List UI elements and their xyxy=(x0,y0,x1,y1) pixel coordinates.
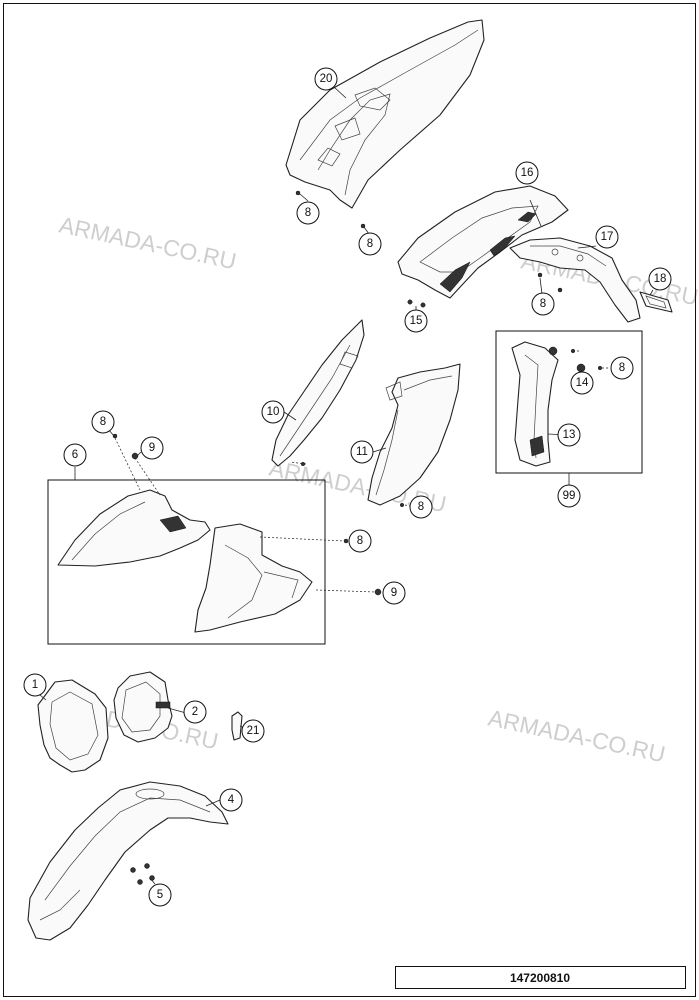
document-number: 147200810 xyxy=(510,971,570,985)
rear-bracket-part xyxy=(509,237,641,323)
svg-text:20: 20 xyxy=(320,73,333,85)
fork-protector-part xyxy=(511,341,559,467)
callout-20: 20 xyxy=(314,67,338,91)
svg-text:8: 8 xyxy=(100,416,106,428)
svg-text:15: 15 xyxy=(410,315,423,327)
callout-11: 11 xyxy=(350,440,374,464)
callout-18: 18 xyxy=(648,267,672,291)
callout-8-rear-right: 8 xyxy=(358,232,382,256)
document-number-box: 147200810 xyxy=(395,966,686,989)
right-side-panel-part xyxy=(367,363,461,506)
callout-9-shroud-top: 9 xyxy=(140,436,164,460)
svg-text:8: 8 xyxy=(357,535,363,547)
callout-9-shroud: 9 xyxy=(382,581,406,605)
group-frame-6 xyxy=(47,479,326,645)
outer-border xyxy=(3,3,696,997)
callout-17: 17 xyxy=(595,225,619,249)
svg-text:13: 13 xyxy=(563,429,576,441)
svg-text:99: 99 xyxy=(563,490,576,502)
callout-8-side-panel: 8 xyxy=(409,495,433,519)
svg-text:17: 17 xyxy=(601,231,614,243)
svg-text:8: 8 xyxy=(619,362,625,374)
callout-21: 21 xyxy=(241,719,265,743)
svg-text:4: 4 xyxy=(228,794,235,806)
svg-text:6: 6 xyxy=(72,449,78,461)
callout-8-shroud-top: 8 xyxy=(91,410,115,434)
reflector-part xyxy=(639,291,673,313)
callout-5: 5 xyxy=(148,883,172,907)
svg-text:5: 5 xyxy=(157,889,163,901)
callout-8-bracket: 8 xyxy=(531,292,555,316)
svg-text:10: 10 xyxy=(267,406,280,418)
svg-text:8: 8 xyxy=(540,298,546,310)
svg-text:16: 16 xyxy=(521,167,534,179)
front-fender-part xyxy=(27,781,229,941)
callout-14: 14 xyxy=(570,371,594,395)
tank-cover-part xyxy=(397,185,569,299)
watermark-lower-right: ARMADA-CO.RU xyxy=(486,704,668,767)
svg-text:14: 14 xyxy=(576,377,589,389)
svg-text:8: 8 xyxy=(418,501,424,513)
left-side-panel-part xyxy=(271,319,365,467)
svg-text:9: 9 xyxy=(391,587,397,599)
svg-text:8: 8 xyxy=(305,207,311,219)
callout-6: 6 xyxy=(63,443,87,467)
svg-text:18: 18 xyxy=(654,273,667,285)
callout-4: 4 xyxy=(219,788,243,812)
svg-text:1: 1 xyxy=(32,679,38,691)
callout-13: 13 xyxy=(557,423,581,447)
clip-part xyxy=(231,711,243,741)
radiator-shroud-part xyxy=(57,489,313,633)
headlight-mask-part xyxy=(37,679,109,773)
callout-16: 16 xyxy=(515,161,539,185)
callout-1: 1 xyxy=(23,673,47,697)
svg-text:11: 11 xyxy=(356,446,368,458)
callout-2: 2 xyxy=(183,700,207,724)
watermark-upper: ARMADA-CO.RU xyxy=(57,211,239,274)
callout-15: 15 xyxy=(404,309,428,333)
callout-8-rear-left: 8 xyxy=(296,201,320,225)
rear-fender-part xyxy=(285,19,485,209)
svg-text:21: 21 xyxy=(247,725,260,737)
svg-text:8: 8 xyxy=(367,238,373,250)
callout-99: 99 xyxy=(557,484,581,508)
svg-text:9: 9 xyxy=(149,442,155,454)
callout-8-fork: 8 xyxy=(610,356,634,380)
svg-text:2: 2 xyxy=(192,706,198,718)
callout-8-shroud: 8 xyxy=(348,529,372,553)
headlight-housing-part xyxy=(113,671,173,743)
callout-10: 10 xyxy=(261,400,285,424)
